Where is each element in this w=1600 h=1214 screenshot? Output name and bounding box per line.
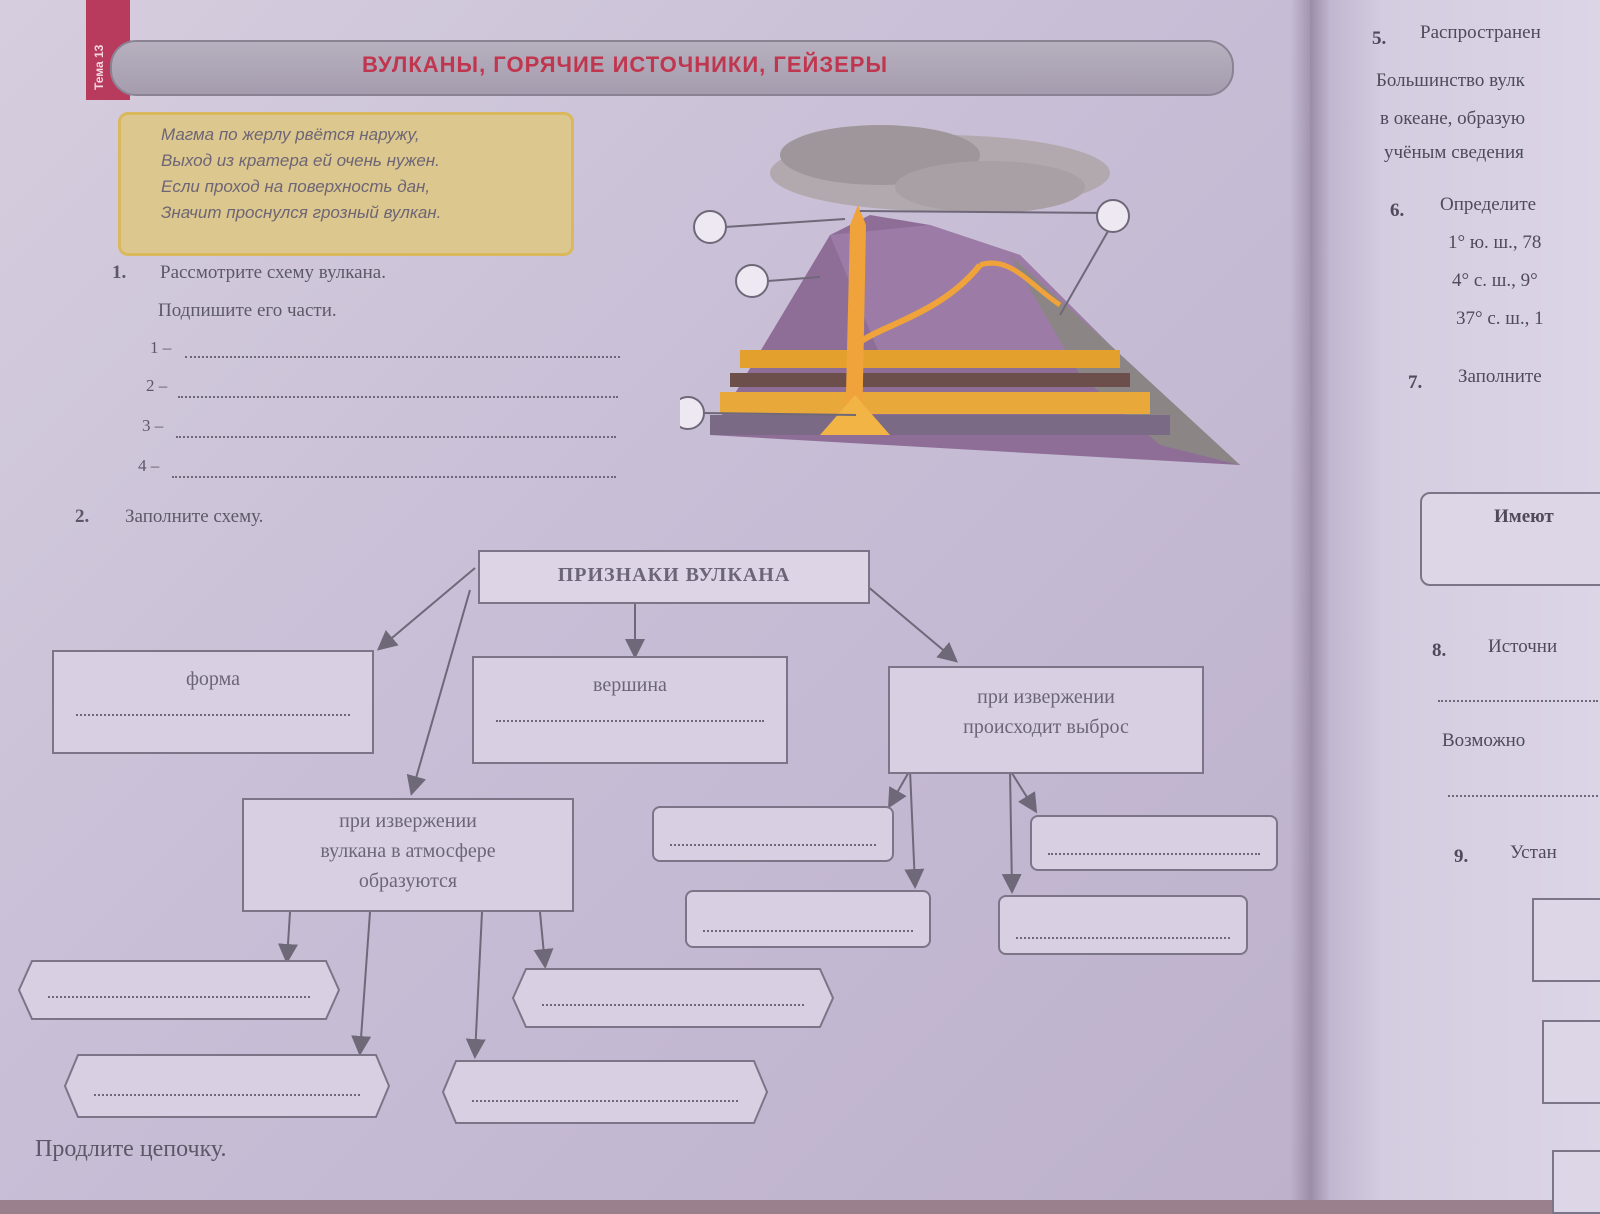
vybros-answer-1[interactable] xyxy=(652,806,894,862)
vershina-label: вершина xyxy=(593,674,667,696)
right-answer-line[interactable] xyxy=(1448,795,1598,797)
task1-text: Рассмотрите схему вулкана. xyxy=(160,262,386,283)
answer-dotline xyxy=(94,1094,360,1096)
forma-label: форма xyxy=(185,668,241,690)
vybros-answer-3[interactable] xyxy=(685,890,931,948)
atmosfera-answer-3[interactable] xyxy=(64,1054,390,1118)
vybros-answer-4[interactable] xyxy=(998,895,1248,955)
answer-dotline xyxy=(472,1100,738,1102)
right-item-num: 6. xyxy=(1390,200,1405,221)
answer-label-1: 1 – xyxy=(150,338,172,357)
vershina-answer-line[interactable] xyxy=(496,720,764,722)
forma-box: форма xyxy=(52,650,374,754)
right-item-text: 37° с. ш., 1 xyxy=(1456,308,1544,329)
right-item-text: Большинство вулк xyxy=(1376,70,1525,91)
vybros-label-line1: при извержении xyxy=(977,686,1115,708)
answer-line-2[interactable] xyxy=(178,396,618,398)
label-circle-2[interactable] xyxy=(1096,199,1130,233)
section-title: ВУЛКАНЫ, ГОРЯЧИЕ ИСТОЧНИКИ, ГЕЙЗЕРЫ xyxy=(362,52,888,77)
task3-text: Продлите цепочку. xyxy=(35,1136,227,1162)
vybros-box: при извержении происходит выброс xyxy=(888,666,1204,774)
right-item-text: Возможно xyxy=(1442,730,1526,751)
atmosfera-label-line1: при извержении xyxy=(339,810,477,832)
right-answer-box[interactable] xyxy=(1552,1150,1600,1214)
right-answer-box[interactable] xyxy=(1532,898,1600,982)
atmosfera-answer-2[interactable] xyxy=(512,968,834,1028)
scheme-arrows xyxy=(278,567,1038,1059)
atmosfera-label-line3: образуются xyxy=(358,870,458,892)
answer-dotline xyxy=(542,1004,804,1006)
poem-line: Выход из кратера ей очень нужен. xyxy=(161,151,440,170)
volcano-illustration xyxy=(680,125,1240,465)
answer-label-4: 4 – xyxy=(138,456,160,475)
right-item-num: 9. xyxy=(1454,846,1469,867)
right-item-text: Источни xyxy=(1488,636,1558,657)
label-circle-3[interactable] xyxy=(735,264,769,298)
atmosfera-box: при извержении вулкана в атмосфере образ… xyxy=(242,798,574,912)
right-page xyxy=(1310,0,1600,1200)
right-item-num: 7. xyxy=(1408,372,1423,393)
right-answer-box[interactable] xyxy=(1542,1020,1600,1104)
task2-text: Заполните схему. xyxy=(125,506,264,527)
right-item-text: Устан xyxy=(1510,842,1557,863)
right-item-num: 8. xyxy=(1432,640,1447,661)
answer-line-3[interactable] xyxy=(176,436,616,438)
right-answer-line[interactable] xyxy=(1438,700,1598,702)
forma-answer-line[interactable] xyxy=(76,714,350,716)
answer-dotline xyxy=(1016,937,1230,939)
task1-number: 1. xyxy=(112,262,127,283)
answer-dotline xyxy=(670,844,876,846)
answer-label-2: 2 – xyxy=(146,376,168,395)
right-item-text: учёным сведения xyxy=(1384,142,1524,163)
answer-dotline xyxy=(703,930,913,932)
answer-label-3: 3 – xyxy=(142,416,164,435)
right-item-text: Определите xyxy=(1440,194,1537,215)
poem-line: Значит проснулся грозный вулкан. xyxy=(161,203,442,222)
right-item-text: Распространен xyxy=(1420,22,1541,43)
right-item-text: в океане, образую xyxy=(1380,108,1526,129)
poem-box: Магма по жерлу рвётся наружу, Выход из к… xyxy=(118,112,574,256)
task2-number: 2. xyxy=(75,506,90,527)
poem-line: Магма по жерлу рвётся наружу, xyxy=(161,125,420,144)
poem-line: Если проход на поверхность дан, xyxy=(161,177,431,196)
right-item-text: 4° с. ш., 9° xyxy=(1452,270,1538,291)
right-answer-box[interactable]: Имеют xyxy=(1420,492,1600,586)
right-item-text: Имеют xyxy=(1494,506,1554,527)
scheme-root-label: ПРИЗНАКИ ВУЛКАНА xyxy=(557,564,791,586)
label-circle-1[interactable] xyxy=(693,210,727,244)
atmosfera-answer-4[interactable] xyxy=(442,1060,768,1124)
atmosfera-label-line2: вулкана в атмосфере xyxy=(320,840,496,862)
answer-line-1[interactable] xyxy=(185,356,620,358)
answer-dotline xyxy=(1048,853,1260,855)
vybros-label-line2: происходит выброс xyxy=(963,716,1129,738)
task1-subtext: Подпишите его части. xyxy=(158,300,337,321)
answer-dotline xyxy=(48,996,310,998)
scheme-root-box: ПРИЗНАКИ ВУЛКАНА xyxy=(478,550,870,604)
book-spine xyxy=(1290,0,1330,1200)
section-header: ВУЛКАНЫ, ГОРЯЧИЕ ИСТОЧНИКИ, ГЕЙЗЕРЫ xyxy=(110,40,1234,96)
right-item-text: 1° ю. ш., 78 xyxy=(1448,232,1542,253)
answer-line-4[interactable] xyxy=(172,476,616,478)
label-circle-4[interactable] xyxy=(680,396,705,430)
vybros-answer-2[interactable] xyxy=(1030,815,1278,871)
atmosfera-answer-1[interactable] xyxy=(18,960,340,1020)
right-item-num: 5. xyxy=(1372,28,1387,49)
right-item-text: Заполните xyxy=(1458,366,1542,387)
vershina-box: вершина xyxy=(472,656,788,764)
